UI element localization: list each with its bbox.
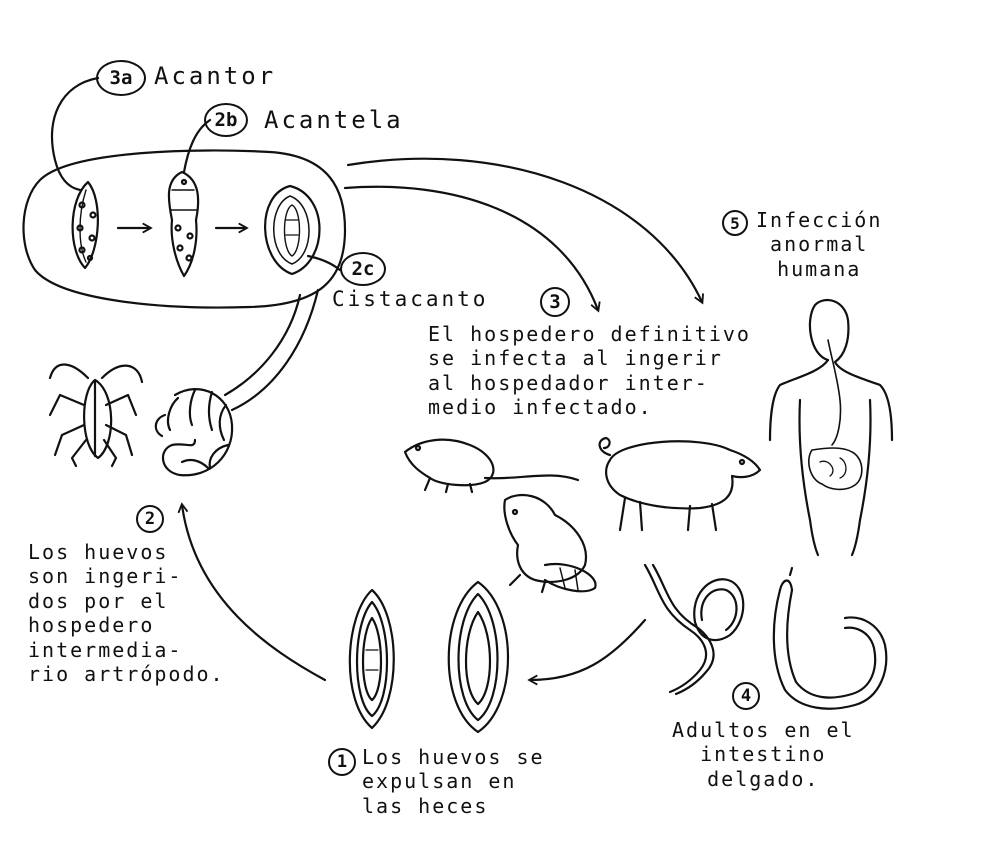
text-step-4: Adultos en el intestino delgado. xyxy=(672,718,855,791)
text-step-3: El hospedero definitivo se infecta al in… xyxy=(428,322,751,420)
cockroach-icon xyxy=(50,365,142,467)
marker-1: 1 xyxy=(328,748,356,776)
acanthella-larva-icon xyxy=(169,172,198,276)
text-step-2: Los huevos son ingeri- dos por el hosped… xyxy=(28,540,225,686)
connector-oval-grub-1 xyxy=(225,295,300,395)
marker-2b: 2b xyxy=(204,103,248,137)
marker-5: 5 xyxy=(722,210,748,236)
marker-2: 2 xyxy=(136,505,164,533)
marker-3: 3 xyxy=(540,287,570,317)
acanthor-larva-icon xyxy=(73,182,98,268)
arrow-to-human xyxy=(348,159,702,302)
cystacanth-larva-icon xyxy=(265,186,319,274)
adult-worm-icon xyxy=(774,568,886,709)
rat-icon xyxy=(405,440,578,492)
egg-icon xyxy=(350,590,394,728)
leader-line-3a xyxy=(52,78,98,190)
human-silhouette-icon xyxy=(770,300,892,555)
marker-3a: 3a xyxy=(96,60,146,96)
raccoon-icon xyxy=(504,495,595,592)
text-step-1: Los huevos se expulsan en las heces xyxy=(362,745,545,818)
adult-worm-icon xyxy=(645,565,743,694)
pig-icon xyxy=(600,438,760,530)
marker-4: 4 xyxy=(732,682,760,710)
label-acantor: Acantor xyxy=(154,62,276,91)
label-cistacanto: Cistacanto xyxy=(332,287,488,313)
egg-icon xyxy=(449,582,508,732)
beetle-grub-icon xyxy=(156,389,232,475)
arrow-adults-to-eggs xyxy=(530,620,645,680)
text-step-5: Infección anormal humana xyxy=(756,208,882,281)
marker-2c: 2c xyxy=(340,252,386,286)
label-acantela: Acantela xyxy=(264,106,404,135)
